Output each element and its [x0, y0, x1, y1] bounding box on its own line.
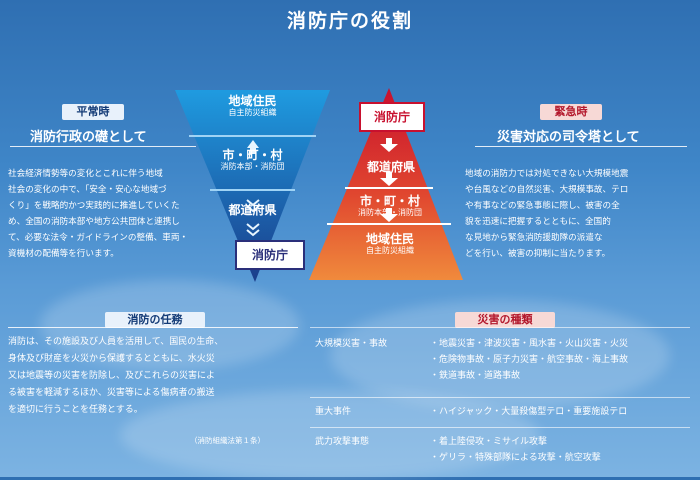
down-arrow-icon [380, 138, 398, 152]
disaster-types-label: 災害の種類 [455, 312, 555, 328]
fdma-box-blue: 消防庁 [235, 240, 305, 270]
emergency-heading: 災害対応の司令塔として [497, 130, 640, 145]
level-subtitle: 自主防災組織 [228, 108, 277, 117]
mission-line: 身体及び財産を火災から保護するとともに、水火災 [8, 354, 215, 364]
chevron-down-icon [246, 199, 260, 213]
mission-line: を適切に行うことを任務とする。 [8, 405, 143, 415]
emergency-line: 地域の消防力では対処できない大規模地震 [465, 169, 629, 179]
normal-rule [10, 146, 196, 147]
disaster-item: ・危険物事故・原子力災害・航空事故・海上事故 [430, 355, 629, 365]
chevron-down-icon [246, 223, 260, 237]
normal-line: くり」を戦略的かつ実践的に推進していくた [8, 201, 180, 211]
cloud [120, 390, 540, 480]
emergency-time-label: 緊急時 [540, 104, 602, 120]
pyramid-level-2: 市・町・村 消防本部・消防団 [340, 194, 440, 218]
emergency-line: 貌を迅速に把握するとともに、全国的 [465, 217, 611, 227]
normal-line: め、全国の消防本部や地方公共団体と連携し [8, 217, 180, 227]
mission-text: 消防は、その施設及び人員を活用して、国民の生命、 身体及び財産を火災から保護する… [8, 334, 303, 419]
table-row: 重大事件 ・ハイジャック・大量殺傷型テロ・重要施設テロ [310, 404, 690, 422]
pyramid-level-1: 都道府県 [366, 160, 415, 174]
normal-line: 社会の変化の中で、「安全・安心な地域づ [8, 185, 167, 195]
emergency-description: 地域の消防力では対処できない大規模地震 や台風などの自然災害、大規模事故、テロ … [465, 166, 695, 262]
pyramid-diagram [309, 88, 463, 280]
mission-source: （消防組織法第１条） [190, 436, 265, 445]
disaster-category: 武力攻撃事態 [315, 437, 370, 447]
disaster-item: ・ゲリラ・特殊部隊による攻撃・航空攻撃 [430, 453, 601, 463]
pyramid-level-3: 地域住民 自主防災組織 [330, 232, 450, 256]
inverted-pyramid-diagram [175, 90, 330, 282]
mission-line: 又は地震等の災害を防除し、及びこれらの災害によ [8, 371, 216, 381]
disaster-item: ・ハイジャック・大量殺傷型テロ・重要施設テロ [430, 407, 628, 417]
disaster-category: 大規模災害・事故 [315, 339, 388, 349]
normal-description: 社会経済情勢等の変化とこれに伴う地域 社会の変化の中で、「安全・安心な地域づ く… [8, 166, 233, 262]
disaster-items: ・ハイジャック・大量殺傷型テロ・重要施設テロ [430, 404, 627, 420]
pyramid-shape [309, 88, 463, 280]
page-title: 消防庁の役割 [286, 10, 413, 32]
level-title: 地域住民 [228, 94, 277, 108]
table-top-rule [310, 327, 690, 328]
disaster-item: ・鉄道事故・道路事故 [430, 371, 521, 381]
normal-heading: 消防行政の礎として [30, 130, 147, 145]
disaster-item: ・着上陸侵攻・ミサイル攻撃 [430, 437, 548, 447]
level-title: 地域住民 [365, 232, 414, 246]
disaster-items: ・地震災害・津波災害・風水害・火山災害・火災 ・危険物事故・原子力災害・航空事故… [430, 336, 628, 384]
up-arrow-icon [247, 140, 259, 154]
table-divider [310, 427, 690, 428]
disaster-category: 重大事件 [315, 407, 352, 417]
table-divider [310, 397, 690, 398]
mission-rule [8, 327, 298, 328]
inverted-pyramid-shape [175, 90, 330, 282]
inverted-top-level: 地域住民 自主防災組織 [190, 94, 315, 118]
mission-label: 消防の任務 [105, 312, 205, 328]
normal-line: 社会経済情勢等の変化とこれに伴う地域 [8, 169, 163, 179]
inverted-middle-level: 市・町・村 消防本部・消防団 [200, 148, 305, 172]
inverted-lower-level: 都道府県 [228, 203, 277, 217]
emergency-rule [475, 146, 687, 147]
table-row: 武力攻撃事態 ・着上陸侵攻・ミサイル攻撃 ・ゲリラ・特殊部隊による攻撃・航空攻撃 [310, 434, 690, 470]
normal-line: 資機材の配備等を行います。 [8, 249, 119, 259]
table-row: 大規模災害・事故 ・地震災害・津波災害・風水害・火山災害・火災 ・危険物事故・原… [310, 336, 690, 392]
level-subtitle: 消防本部・消防団 [220, 162, 285, 171]
emergency-line: や台風などの自然災害、大規模事故、テロ [465, 185, 629, 195]
level-title: 市・町・村 [222, 148, 283, 162]
mission-line: る被害を軽減するほか、災害等による傷病者の搬送 [8, 388, 215, 398]
disaster-items: ・着上陸侵攻・ミサイル攻撃 ・ゲリラ・特殊部隊による攻撃・航空攻撃 [430, 434, 601, 466]
normal-time-label: 平常時 [62, 104, 124, 120]
disaster-item: ・地震災害・津波災害・風水害・火山災害・火災 [430, 339, 629, 349]
emergency-line: や有事などの緊急事態に際し、被害の全 [465, 201, 620, 211]
mission-line: 消防は、その施設及び人員を活用して、国民の生命、 [8, 337, 224, 347]
fdma-box-red: 消防庁 [359, 102, 425, 132]
level-subtitle: 消防本部・消防団 [358, 208, 422, 217]
level-subtitle: 自主防災組織 [366, 246, 414, 255]
emergency-line: どを行い、被害の抑制に当たります。 [465, 249, 611, 259]
down-arrow-icon [380, 172, 398, 186]
normal-line: て、必要な法令・ガイドラインの整備、車両・ [8, 233, 189, 243]
down-arrow-icon [380, 208, 398, 222]
level-title: 市・町・村 [359, 194, 420, 208]
emergency-line: な見地から緊急消防援助隊の派遣な [465, 233, 603, 243]
